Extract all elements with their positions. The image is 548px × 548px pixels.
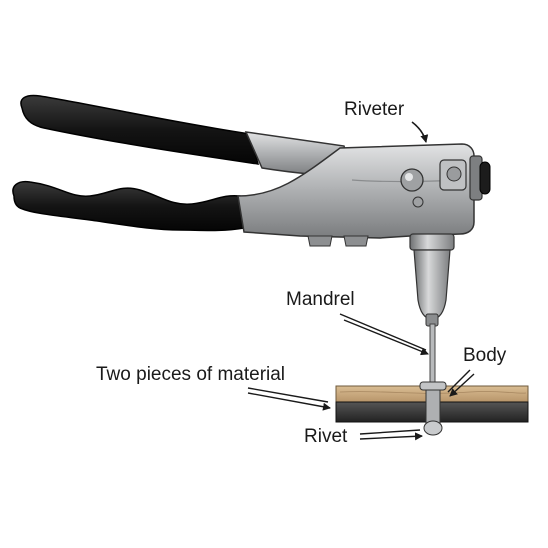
body-arrow [447,369,475,397]
rivet-arrow [359,429,423,441]
wood-grain [339,391,527,394]
bottom-nut-2 [343,235,369,247]
lower-handle-grip [12,180,245,232]
material-label: Two pieces of material [96,364,286,385]
riveter-head-body [237,143,475,239]
rivet-label: Rivet [304,426,348,447]
body-label: Body [463,345,507,366]
plate-screw [446,166,462,182]
bottom-nut-1 [307,235,333,247]
end-cap-knob [479,161,491,195]
nose-nut [409,233,455,251]
nose-cone [413,249,451,321]
material-arrow [247,387,331,411]
mandrel-label: Mandrel [286,289,355,310]
small-screw [412,196,424,208]
mandrel-shaft [429,323,436,387]
rivet-flange [419,381,447,391]
riveter-arrow [411,121,429,143]
mandrel-arrow [339,313,429,356]
rivet-head [423,420,443,436]
upper-handle-grip [20,94,260,165]
riveter-label: Riveter [344,99,405,120]
pivot-bolt [400,168,424,192]
pivot-bolt-center [405,173,413,181]
